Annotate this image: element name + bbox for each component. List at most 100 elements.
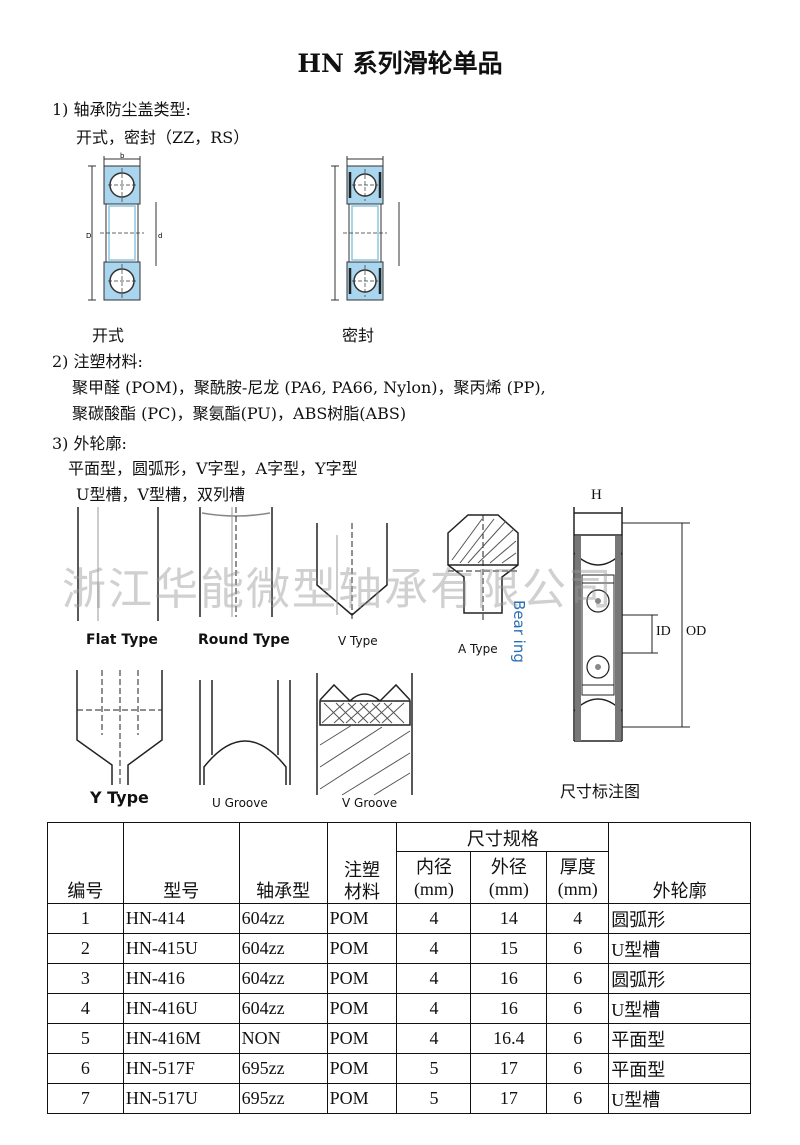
table-cell: 17 bbox=[470, 1053, 548, 1084]
label-H: H bbox=[591, 487, 602, 503]
open-bearing-drawing: b D d bbox=[86, 152, 162, 301]
table-cell: POM bbox=[326, 993, 398, 1024]
table-cell: 7 bbox=[47, 1083, 124, 1114]
table-cell: 6 bbox=[546, 963, 610, 994]
label-v-groove: V Groove bbox=[342, 796, 398, 810]
watermark: 浙江华能微型轴承有限公司 bbox=[62, 564, 614, 615]
sealed-bearing-drawing bbox=[331, 156, 400, 301]
table-cell: 16 bbox=[470, 963, 548, 994]
label-ID: ID bbox=[656, 624, 671, 639]
table-cell: 6 bbox=[546, 933, 610, 964]
table-cell: POM bbox=[326, 1083, 398, 1114]
header-no: 编号 bbox=[47, 822, 124, 904]
section3-heading: 3) 外轮廓: bbox=[52, 434, 127, 453]
table-cell: 6 bbox=[47, 1053, 124, 1084]
table-cell: 5 bbox=[396, 1053, 472, 1084]
table-cell: 5 bbox=[47, 1023, 124, 1054]
table-cell: HN-517F bbox=[122, 1053, 240, 1084]
table-cell: 16.4 bbox=[470, 1023, 548, 1054]
table-cell: 4 bbox=[396, 903, 472, 934]
section1-heading: 1) 轴承防尘盖类型: bbox=[52, 100, 191, 119]
table-cell: 1 bbox=[47, 903, 124, 934]
table-cell: NON bbox=[238, 1023, 328, 1054]
table-cell: 5 bbox=[396, 1083, 472, 1114]
section2-heading: 2) 注塑材料: bbox=[52, 352, 143, 371]
table-cell: U型槽 bbox=[608, 1083, 751, 1114]
label-y-type: Y Type bbox=[90, 788, 149, 807]
section3-line1: 平面型，圆弧形，V字型，A字型，Y字型 bbox=[68, 459, 358, 478]
section1-line: 开式，密封（ZZ，RS） bbox=[76, 128, 250, 147]
header-bearing: 轴承型 bbox=[238, 822, 328, 904]
table-cell: 604zz bbox=[238, 963, 328, 994]
table-cell: 14 bbox=[470, 903, 548, 934]
table-cell: POM bbox=[326, 903, 398, 934]
table-cell: 3 bbox=[47, 963, 124, 994]
table-cell: HN-517U bbox=[122, 1083, 240, 1114]
sealed-caption: 密封 bbox=[342, 326, 375, 345]
table-cell: 604zz bbox=[238, 993, 328, 1024]
label-flat-type: Flat Type bbox=[86, 632, 158, 648]
table-cell: POM bbox=[326, 1023, 398, 1054]
section2-line1: 聚甲醛 (POM)，聚酰胺-尼龙 (PA6, PA66, Nylon)，聚丙烯 … bbox=[72, 378, 546, 397]
label-b: b bbox=[120, 152, 125, 160]
table-cell: 圆弧形 bbox=[608, 963, 751, 994]
table-cell: 16 bbox=[470, 993, 548, 1024]
page-title: HN 系列滑轮单品 bbox=[297, 49, 503, 78]
label-OD: OD bbox=[686, 624, 707, 639]
table-cell: 17 bbox=[470, 1083, 548, 1114]
table-cell: POM bbox=[326, 1053, 398, 1084]
table-cell: HN-416M bbox=[122, 1023, 240, 1054]
table-cell: 4 bbox=[546, 903, 610, 934]
table-cell: 4 bbox=[396, 1023, 472, 1054]
header-material: 注塑 材料 bbox=[326, 822, 398, 904]
table-cell: 604zz bbox=[238, 933, 328, 964]
label-a-type: A Type bbox=[458, 642, 498, 656]
open-caption: 开式 bbox=[92, 326, 125, 345]
table-cell: 平面型 bbox=[608, 1053, 751, 1084]
spec-table: 编号 型号 轴承型 注塑 材料 尺寸规格 外轮廓 内径 (mm) 外径 (mm)… bbox=[47, 822, 751, 1114]
label-u-groove: U Groove bbox=[212, 796, 268, 810]
table-cell: 圆弧形 bbox=[608, 903, 751, 934]
header-model: 型号 bbox=[122, 822, 240, 904]
table-cell: 604zz bbox=[238, 903, 328, 934]
header-profile: 外轮廓 bbox=[608, 822, 751, 904]
table-cell: HN-416U bbox=[122, 993, 240, 1024]
table-cell: U型槽 bbox=[608, 993, 751, 1024]
table-cell: 4 bbox=[396, 963, 472, 994]
table-cell: 4 bbox=[396, 993, 472, 1024]
table-cell: 695zz bbox=[238, 1083, 328, 1114]
table-cell: 4 bbox=[47, 993, 124, 1024]
table-cell: 2 bbox=[47, 933, 124, 964]
table-cell: 平面型 bbox=[608, 1023, 751, 1054]
label-D: D bbox=[86, 232, 91, 240]
table-cell: HN-414 bbox=[122, 903, 240, 934]
table-cell: U型槽 bbox=[608, 933, 751, 964]
table-cell: POM bbox=[326, 963, 398, 994]
label-round-type: Round Type bbox=[198, 632, 290, 648]
label-v-type: V Type bbox=[338, 634, 378, 648]
table-cell: 695zz bbox=[238, 1053, 328, 1084]
profile-drawings bbox=[76, 507, 690, 796]
table-cell: 6 bbox=[546, 993, 610, 1024]
section3-line2: U型槽，V型槽，双列槽 bbox=[76, 485, 246, 504]
table-cell: 15 bbox=[470, 933, 548, 964]
table-cell: 6 bbox=[546, 1023, 610, 1054]
table-cell: 6 bbox=[546, 1083, 610, 1114]
label-d: d bbox=[158, 232, 162, 240]
table-cell: POM bbox=[326, 933, 398, 964]
header-od: 外径 (mm) bbox=[470, 851, 548, 904]
header-dims: 尺寸规格 bbox=[396, 822, 610, 852]
header-thick: 厚度 (mm) bbox=[546, 851, 610, 904]
table-cell: 6 bbox=[546, 1053, 610, 1084]
table-cell: HN-415U bbox=[122, 933, 240, 964]
table-cell: HN-416 bbox=[122, 963, 240, 994]
header-id: 内径 (mm) bbox=[396, 851, 472, 904]
table-cell: 4 bbox=[396, 933, 472, 964]
section2-line2: 聚碳酸酯 (PC)，聚氨酯(PU)，ABS树脂(ABS) bbox=[72, 404, 407, 423]
